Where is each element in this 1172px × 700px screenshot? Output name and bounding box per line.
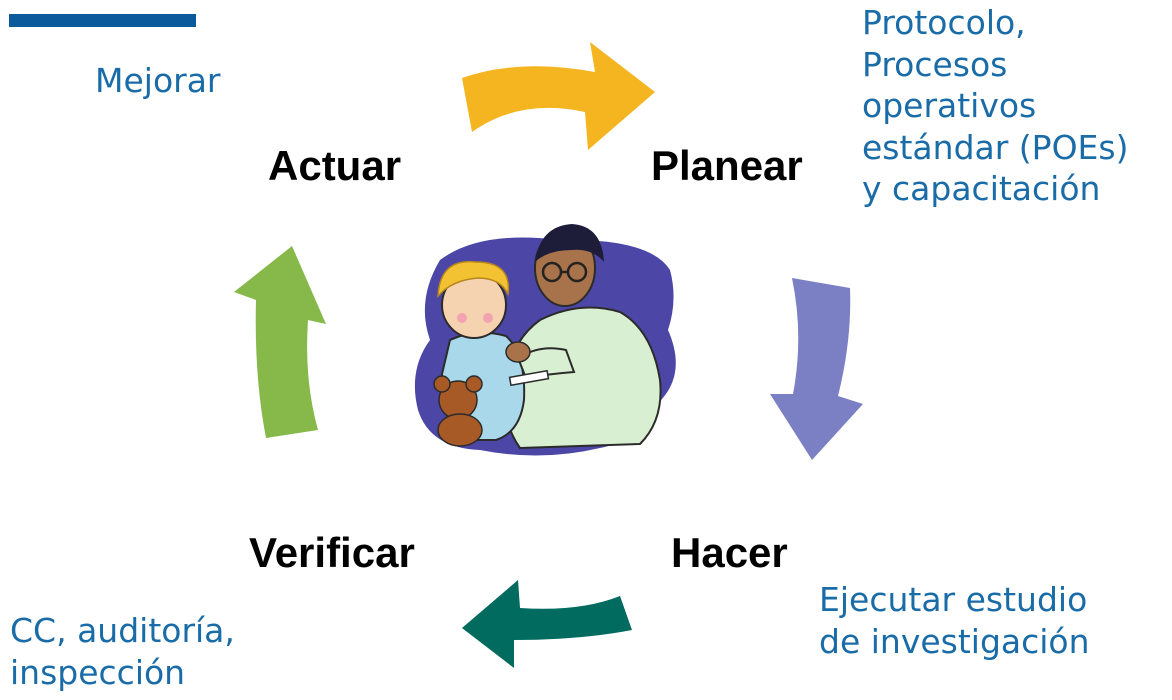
stage-actuar: Actuar xyxy=(268,142,402,189)
stage-planear: Planear xyxy=(651,142,803,189)
stage-verificar: Verificar xyxy=(249,529,415,576)
arrow-actuar-to-planear-icon xyxy=(462,42,655,150)
accent-bar xyxy=(9,14,196,27)
note-planear-line: Procesos xyxy=(862,44,1008,84)
note-planear-line: operativos xyxy=(862,86,1037,126)
note-actuar: Mejorar xyxy=(95,60,221,102)
arrow-verificar-to-actuar-icon xyxy=(234,246,326,438)
arrow-planear-to-hacer-icon xyxy=(770,278,863,460)
note-planear-line: estándar (POEs) xyxy=(862,127,1129,167)
arrow-hacer-to-verificar-icon xyxy=(462,580,632,668)
note-planear-line: Protocolo, xyxy=(862,3,1026,42)
note-planear-line: y capacitación xyxy=(862,169,1101,209)
doctor-vaccinating-child-icon xyxy=(414,224,676,456)
note-hacer: Ejecutar estudio de investigación xyxy=(819,579,1090,662)
note-verificar: CC, auditoría, inspección xyxy=(10,610,235,693)
note-hacer-line: de investigación xyxy=(819,621,1090,661)
note-planear: Protocolo, Procesos operativos estándar … xyxy=(862,2,1128,210)
note-actuar-line: Mejorar xyxy=(95,61,221,100)
note-verificar-line: CC, auditoría, xyxy=(10,611,235,650)
note-verificar-line: inspección xyxy=(10,652,186,692)
note-hacer-line: Ejecutar estudio xyxy=(819,580,1088,619)
stage-hacer: Hacer xyxy=(671,529,788,576)
